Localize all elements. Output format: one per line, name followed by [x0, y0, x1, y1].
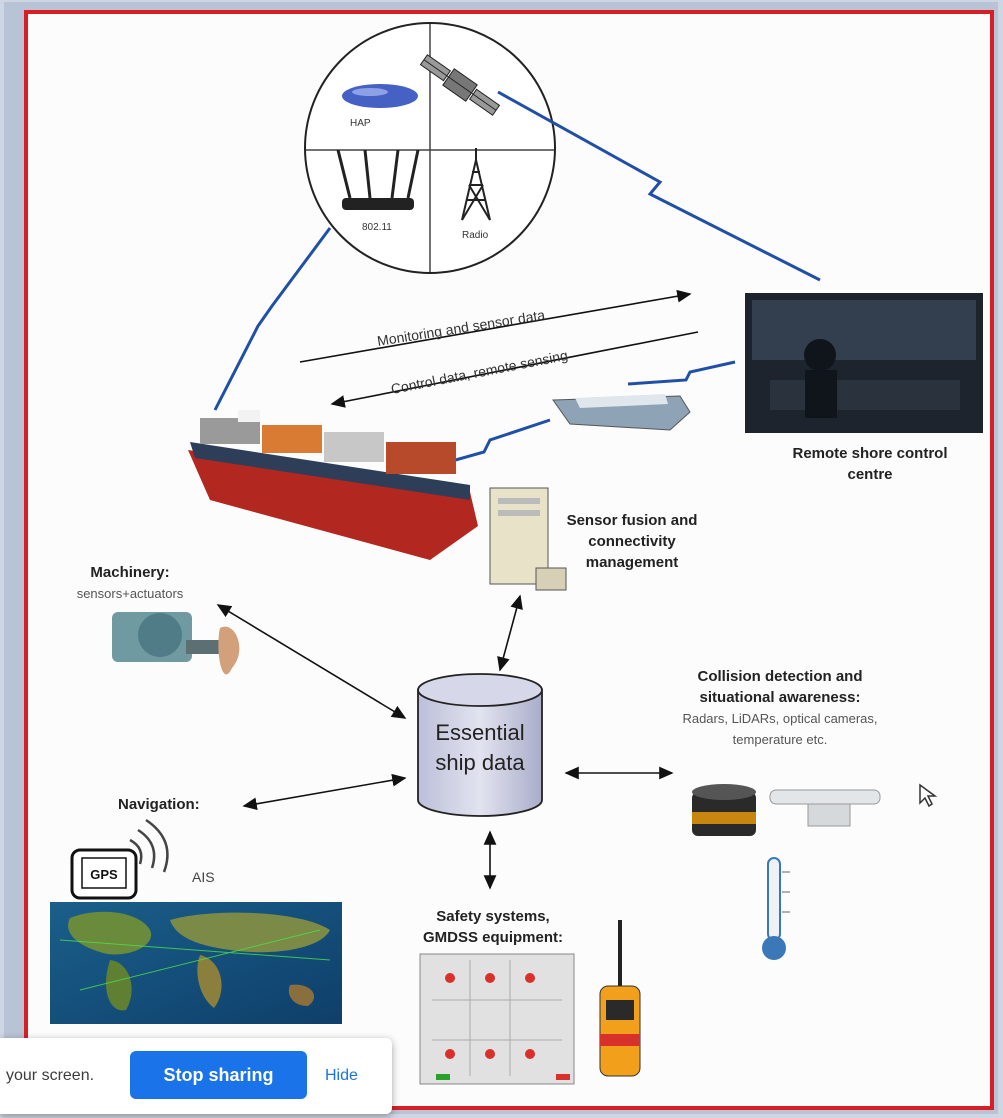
control-room-photo	[745, 293, 983, 433]
hide-button[interactable]: Hide	[325, 1067, 358, 1084]
wifi-label: 802.11	[362, 222, 392, 233]
essential-line1: Essential	[435, 720, 524, 745]
machinery-title: Machinery:	[90, 564, 170, 581]
collision-subtitle: Radars, LiDARs, optical cameras, tempera…	[682, 711, 878, 747]
essential-data-database	[417, 673, 543, 817]
control-arrow	[330, 331, 699, 408]
radio-tower-icon	[461, 148, 491, 221]
lidar-sensor-icon	[692, 784, 756, 836]
machinery-subtitle: sensors+actuators	[76, 586, 184, 601]
hap-airship-icon	[342, 84, 418, 108]
stop-sharing-button[interactable]: Stop sharing	[130, 1051, 307, 1099]
gps-device-icon	[70, 848, 138, 900]
ais-label: AIS	[192, 869, 215, 885]
container-ship-icon	[188, 410, 478, 560]
world-map-image	[50, 902, 342, 1024]
remote-shore-label: Remote shore control centre	[792, 445, 948, 483]
gmdss-panel-image	[419, 953, 575, 1085]
safety-label: Safety systems, GMDSS equipment:	[422, 908, 563, 946]
machinery-icon	[112, 612, 240, 675]
server-computer-icon	[489, 487, 567, 591]
navigation-label: Navigation:	[118, 796, 200, 813]
monitoring-arrow	[299, 289, 692, 363]
autonomous-vessel-icon	[552, 394, 691, 431]
signal-waves-icon	[129, 818, 169, 873]
mouse-cursor-icon	[919, 783, 938, 808]
satellite-icon	[419, 54, 501, 116]
screen-share-bar: your screen. Stop sharing Hide	[0, 1038, 392, 1114]
monitoring-label: Monitoring and sensor data	[376, 307, 546, 349]
thermometer-icon	[762, 857, 790, 960]
radar-antenna-icon	[769, 789, 881, 827]
essential-line2: ship data	[435, 750, 525, 775]
wifi-router-icon	[336, 149, 420, 210]
radio-label: Radio	[462, 230, 489, 241]
share-message: your screen.	[6, 1067, 95, 1084]
data-connections	[216, 594, 674, 890]
epirb-beacon-icon	[599, 920, 641, 1077]
control-label: Control data, remote sensing	[390, 347, 570, 397]
hap-label: HAP	[350, 118, 371, 129]
gps-label: GPS	[90, 867, 118, 882]
machinery-label: Machinery: sensors+actuators	[40, 562, 220, 604]
collision-label: Collision detection and situational awar…	[660, 666, 900, 750]
sensor-fusion-label: Sensor fusion and connectivity managemen…	[566, 512, 698, 571]
collision-title: Collision detection and situational awar…	[697, 668, 863, 706]
